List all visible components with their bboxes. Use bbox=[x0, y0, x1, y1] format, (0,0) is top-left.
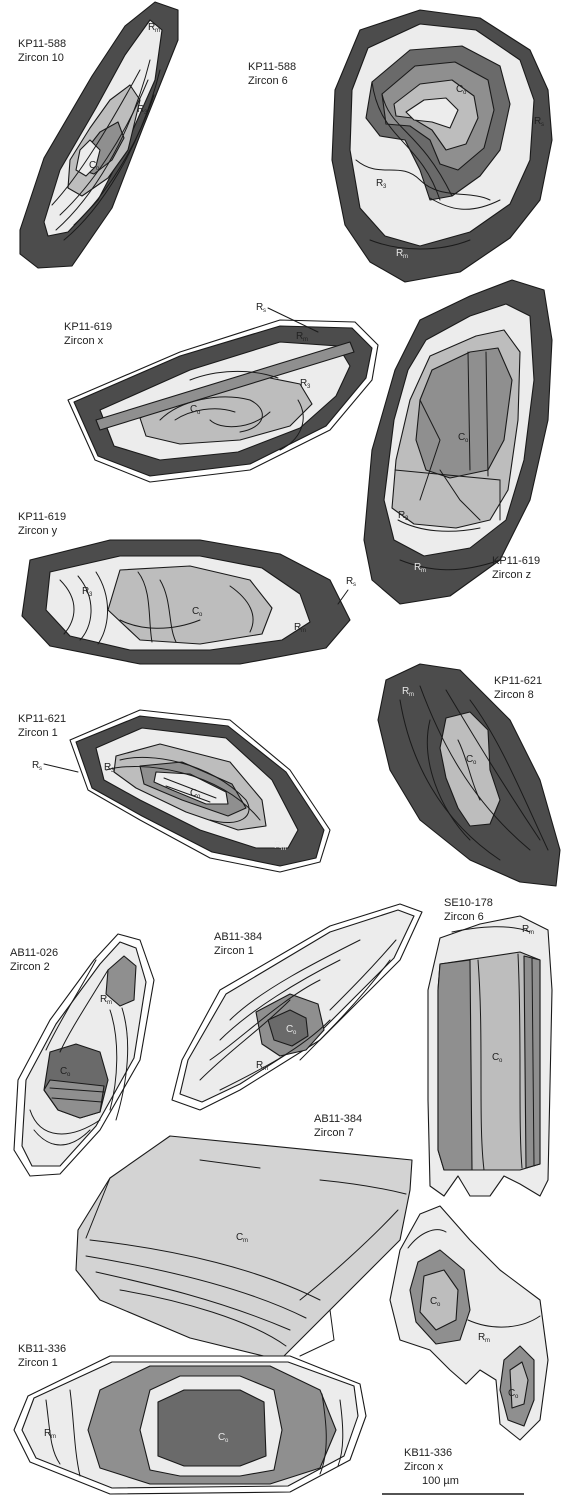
sample-label: SE10-178 bbox=[444, 897, 493, 909]
sample-label: KP11-621 bbox=[18, 713, 66, 725]
zircon-label: Zircon x bbox=[64, 335, 104, 347]
zircon-label: Zircon z bbox=[492, 569, 531, 581]
zircon-label: Zircon 2 bbox=[10, 961, 50, 973]
sample-label: AB11-384 bbox=[214, 931, 262, 943]
sample-label: KP11-619 bbox=[64, 321, 112, 333]
grain-kb11-336-zircon-1 bbox=[14, 1356, 366, 1494]
grain-kp11-619-zircon-x bbox=[68, 320, 378, 482]
zircon-label: Zircon 1 bbox=[18, 727, 58, 739]
sample-label: AB11-384 bbox=[314, 1113, 362, 1125]
grain-kp11-588-zircon-6 bbox=[332, 10, 552, 282]
zone-sub: m bbox=[303, 337, 308, 343]
zircon-label: Zircon x bbox=[404, 1461, 444, 1473]
zone-sub: m bbox=[51, 1434, 56, 1440]
scale-bar: 100 µm bbox=[382, 1475, 524, 1494]
zircon-label: Zircon 6 bbox=[444, 911, 484, 923]
zircon-label: Zircon 7 bbox=[314, 1127, 354, 1139]
zone-sub: m bbox=[281, 846, 286, 852]
zone-sub: m bbox=[485, 1338, 490, 1344]
zircon-label: Zircon 8 bbox=[494, 689, 534, 701]
zircon-label: Zircon 1 bbox=[214, 945, 254, 957]
sample-label: AB11-026 bbox=[10, 947, 58, 959]
grain-kb11-336-zircon-x bbox=[390, 1206, 548, 1440]
zone-sub: s bbox=[541, 122, 544, 128]
zircon-label: Zircon 6 bbox=[248, 75, 288, 87]
sample-label: KB11-336 bbox=[404, 1447, 452, 1459]
leader-line bbox=[44, 764, 78, 772]
grain-kp11-621-zircon-1 bbox=[70, 710, 330, 872]
sample-label: KP11-588 bbox=[248, 61, 296, 73]
zone-sub: m bbox=[243, 1238, 248, 1244]
grain-ab11-384-zircon-1 bbox=[172, 904, 422, 1110]
zone-sub: m bbox=[301, 628, 306, 634]
zone-sub: m bbox=[155, 28, 160, 34]
zone-sub: m bbox=[263, 1066, 268, 1072]
zircon-label: Zircon 1 bbox=[18, 1357, 58, 1369]
zone-sub: s bbox=[353, 582, 356, 588]
zone-sub: m bbox=[529, 930, 534, 936]
zone-sub: s bbox=[39, 766, 42, 772]
zone-sub: m bbox=[107, 1000, 112, 1006]
grain-kp11-619-zircon-y bbox=[22, 540, 350, 664]
zone-sub: s bbox=[263, 308, 266, 314]
grain-ab11-384-zircon-7 bbox=[76, 1136, 412, 1360]
zone-sub: m bbox=[421, 568, 426, 574]
sample-label: KP11-621 bbox=[494, 675, 542, 687]
zircon-label: Zircon 10 bbox=[18, 52, 64, 64]
zone-sub: m bbox=[409, 692, 414, 698]
sample-label: KP11-619 bbox=[492, 555, 540, 567]
sample-label: KP11-619 bbox=[18, 511, 66, 523]
grain-se10-178-zircon-6 bbox=[428, 916, 552, 1196]
sample-label: KP11-588 bbox=[18, 38, 66, 50]
zircon-label: Zircon y bbox=[18, 525, 58, 537]
scale-bar-label: 100 µm bbox=[422, 1475, 459, 1487]
leader-line bbox=[338, 590, 348, 604]
sample-label: KB11-336 bbox=[18, 1343, 66, 1355]
zone-sub: m bbox=[403, 254, 408, 260]
